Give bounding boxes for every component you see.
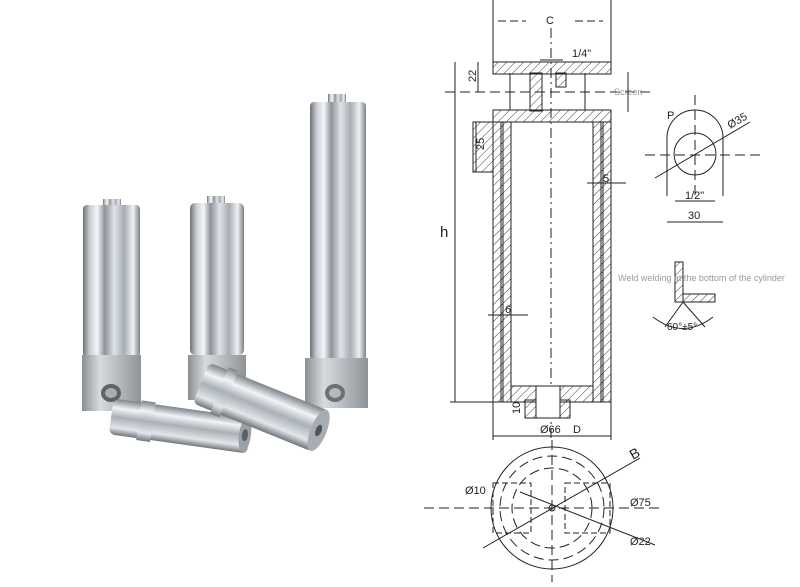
- bottom-view: B Ø10 Ø75 Ø22: [424, 440, 660, 582]
- dim-outer-bottom: Ø75: [630, 497, 651, 509]
- housing-lying-medium: [194, 364, 330, 452]
- housing-tall: [305, 94, 368, 408]
- weld-angle: 60°±5°: [667, 322, 697, 333]
- dim-port-width: 30: [688, 210, 700, 222]
- dim-outer-dia: Ø66: [540, 424, 561, 436]
- dim-d-label: D: [573, 424, 581, 436]
- dim-c-label: C: [546, 15, 554, 27]
- dim-port-thread: 1/2": [685, 190, 704, 202]
- dim-p-label: P: [667, 110, 674, 122]
- dim-thread-top: 1/4": [572, 48, 591, 60]
- weld-note: Weld welding at the bottom of the cylind…: [618, 273, 785, 283]
- dim-hole-dia: Ø10: [465, 485, 486, 497]
- dim-center-dia: Ø22: [630, 536, 651, 548]
- dim-bottom-thickness: 10: [511, 402, 523, 414]
- dim-wall-body: 6: [505, 304, 511, 316]
- product-photo: [82, 94, 368, 453]
- dim-b-label: B: [627, 444, 643, 463]
- dim-thread-overlap: 25: [475, 138, 487, 150]
- housing-short: [82, 199, 141, 411]
- dim-h-label: h: [440, 224, 448, 241]
- housing-lying-small: [109, 399, 252, 453]
- section-view: C 1/4" Screen 22: [440, 0, 650, 440]
- technical-drawing: C 1/4" Screen 22: [420, 0, 800, 582]
- dim-wall-top: 5: [603, 173, 609, 185]
- dim-port-dia: Ø35: [726, 111, 750, 132]
- dim-cap-height: 22: [467, 70, 479, 82]
- port-view: Ø35 P 1/2" 30: [645, 95, 760, 223]
- weld-detail: Weld welding at the bottom of the cylind…: [618, 261, 785, 333]
